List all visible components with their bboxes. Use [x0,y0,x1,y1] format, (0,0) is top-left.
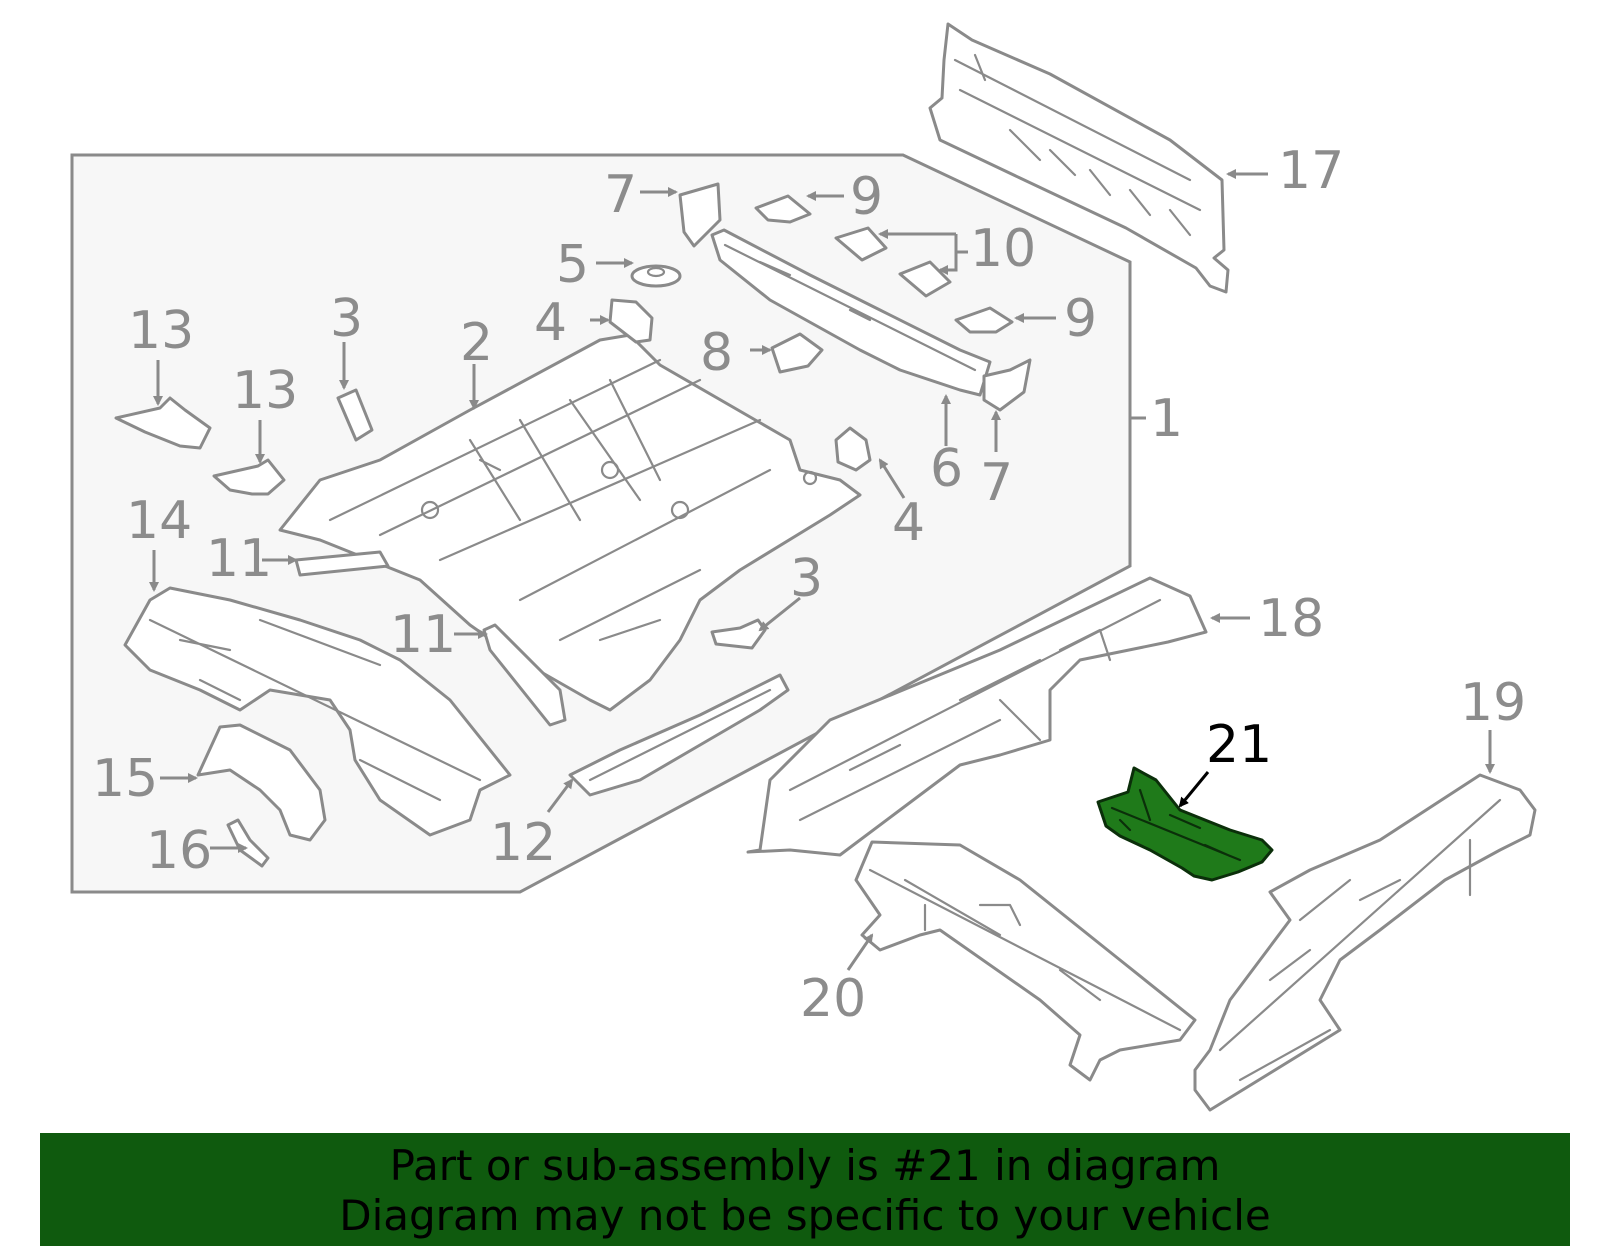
callout-19: 19 [1460,673,1526,733]
callout-16: 16 [146,821,212,881]
callout-4-upper: 4 [534,293,567,353]
part-7-bracket-upper[interactable] [678,182,722,248]
part-12-sill-reinforcement[interactable] [568,673,790,797]
part-13-bracket-lower[interactable] [212,458,286,496]
callout-15: 15 [92,749,158,809]
part-6-rear-crossmember[interactable] [710,228,992,397]
part-17-rear-panel[interactable] [928,22,1230,294]
part-13-bracket-upper[interactable] [114,396,212,450]
info-banner: Part or sub-assembly is #21 in diagram D… [40,1133,1570,1246]
callout-9-lower: 9 [1064,289,1097,349]
callout-17: 17 [1278,141,1344,201]
callout-3-lower: 3 [790,549,823,609]
callout-12: 12 [490,813,556,873]
banner-line-disclaimer: Diagram may not be specific to your vehi… [339,1191,1271,1240]
callout-labels: 17 18 19 21 20 1 2 3 3 4 4 5 6 7 7 8 9 9… [92,141,1526,1029]
part-2-rear-floor-pan[interactable] [278,333,862,712]
part-9-bracket-upper[interactable] [754,194,812,224]
callout-20: 20 [800,969,866,1029]
part-8-bracket[interactable] [770,332,824,374]
callout-7-upper: 7 [604,165,637,225]
callout-5: 5 [556,235,589,295]
callout-13-upper: 13 [128,301,194,361]
part-10-bracket-lower[interactable] [898,260,952,298]
part-15-wheelhouse[interactable] [196,723,327,842]
callout-6: 6 [930,439,963,499]
callout-21: 21 [1206,715,1272,775]
part-3-bracket-upper[interactable] [336,388,374,442]
callout-10: 10 [970,219,1036,279]
part-4-bracket-lower[interactable] [834,426,872,472]
callout-7-lower: 7 [980,453,1013,513]
part-21-crossmember-bracket[interactable] [1096,766,1274,882]
part-11-reinforcement-lower[interactable] [482,623,567,727]
banner-line-part: Part or sub-assembly is #21 in diagram [389,1141,1221,1190]
part-10-bracket-upper[interactable] [834,226,888,262]
part-18-rear-side-member[interactable] [746,576,1208,857]
callout-18: 18 [1258,589,1324,649]
part-9-bracket-lower[interactable] [954,306,1014,334]
part-19-side-member-left[interactable] [1193,773,1537,1112]
callout-8: 8 [700,323,733,383]
parts-diagram: 17 18 19 21 20 1 2 3 3 4 4 5 6 7 7 8 9 9… [70,22,1537,1112]
part-14-inner-side-panel[interactable] [123,586,512,837]
callout-2: 2 [460,313,493,373]
part-7-bracket-lower[interactable] [982,358,1032,412]
callout-14: 14 [126,491,192,551]
part-11-reinforcement-upper[interactable] [294,550,390,577]
part-20-side-member-lower[interactable] [854,840,1197,1082]
callout-4-lower: 4 [892,493,925,553]
callout-3-upper: 3 [330,289,363,349]
callout-11-upper: 11 [206,529,272,589]
callout-11-lower: 11 [390,605,456,665]
callout-9-upper: 9 [850,167,883,227]
callout-13-lower: 13 [232,361,298,421]
leader-lines [149,169,1495,971]
part-5-plug[interactable] [630,264,682,288]
part-4-bracket-upper[interactable] [608,298,654,344]
callout-1: 1 [1150,389,1183,449]
